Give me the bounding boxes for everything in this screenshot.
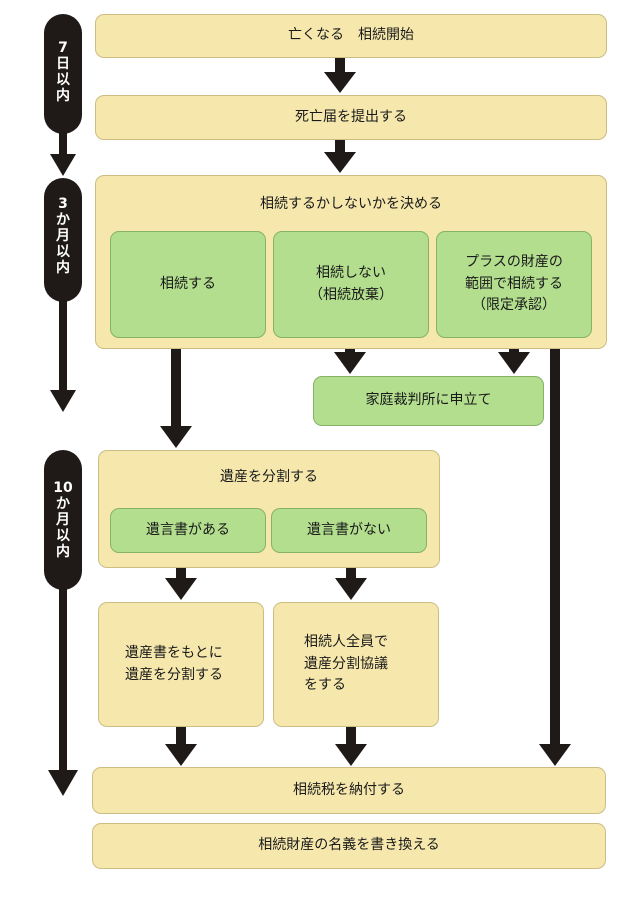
box-heirs-agreement-label: 相続人全員で 遺産分割協議 をする (304, 633, 388, 694)
box-transfer-title-label: 相続財産の名義を書き換える (258, 837, 440, 854)
box-limited-approval: プラスの財産の 範囲で相続する （限定承認） (436, 231, 592, 338)
period-3-months-label: 3 か 月 以 内 (56, 196, 70, 276)
box-divide-by-will: 遺産書をもとに 遺産を分割する (98, 602, 264, 727)
timeline-arrow-3 (48, 770, 78, 796)
timeline-line-2 (59, 300, 67, 392)
arrow-notice-to-decide-head (324, 152, 356, 173)
box-submit-death-notice: 死亡届を提出する (95, 95, 607, 140)
timeline-arrow-2 (50, 390, 76, 412)
arrow-will-to-divide-head (165, 578, 197, 600)
arrow-divide-to-tax-shaft (176, 726, 186, 746)
box-will-exists-label: 遺言書がある (146, 521, 230, 538)
box-not-inherit-label: 相続しない （相続放棄） (309, 264, 393, 303)
box-pay-tax-label: 相続税を納付する (293, 781, 405, 798)
period-7-days: 7 日 以 内 (44, 14, 82, 134)
arrow-agreement-to-tax-head (335, 744, 367, 766)
arrow-limited-to-court-head (498, 352, 530, 374)
arrow-nowill-to-agreement-head (335, 578, 367, 600)
timeline-line-1 (59, 132, 67, 156)
timeline-arrow-1 (50, 154, 76, 176)
arrow-limited-to-tax-shaft (550, 338, 560, 746)
arrow-start-to-notice-head (324, 72, 356, 93)
arrow-will-to-divide-shaft (176, 566, 186, 580)
arrow-start-to-notice-shaft (335, 58, 345, 74)
box-death-start: 亡くなる 相続開始 (95, 14, 607, 58)
arrow-agreement-to-tax-shaft (346, 726, 356, 746)
timeline-line-3 (59, 588, 67, 772)
box-not-inherit: 相続しない （相続放棄） (273, 231, 429, 338)
arrow-inherit-to-divide-head (160, 426, 192, 448)
box-limited-approval-label: プラスの財産の 範囲で相続する （限定承認） (465, 253, 563, 314)
box-inherit: 相続する (110, 231, 266, 338)
box-no-will-label: 遺言書がない (307, 521, 391, 538)
box-will-exists: 遺言書がある (110, 508, 266, 553)
period-10-months: 10 か 月 以 内 (44, 450, 82, 590)
period-7-days-label: 7 日 以 内 (56, 40, 70, 104)
box-transfer-title: 相続財産の名義を書き換える (92, 823, 606, 869)
box-death-start-label: 亡くなる 相続開始 (288, 27, 414, 44)
arrow-divide-to-tax-head (165, 744, 197, 766)
period-3-months: 3 か 月 以 内 (44, 178, 82, 302)
box-submit-death-notice-label: 死亡届を提出する (295, 108, 407, 125)
box-no-will: 遺言書がない (271, 508, 427, 553)
arrow-limited-to-tax-head (539, 744, 571, 766)
box-inherit-label: 相続する (160, 275, 216, 292)
box-family-court-label: 家庭裁判所に申立て (365, 392, 492, 409)
period-10-months-label: 10 か 月 以 内 (53, 480, 73, 560)
box-heirs-agreement: 相続人全員で 遺産分割協議 をする (273, 602, 439, 727)
arrow-notice-to-decide-shaft (335, 140, 345, 154)
box-divide-estate-label: 遺産を分割する (220, 469, 318, 485)
arrow-nowill-to-agreement-shaft (346, 566, 356, 580)
arrow-inherit-to-divide-shaft (171, 338, 181, 428)
box-divide-by-will-label: 遺産書をもとに 遺産を分割する (125, 644, 223, 683)
box-pay-tax: 相続税を納付する (92, 767, 606, 814)
box-decide-inheritance-label: 相続するかしないかを決める (260, 196, 442, 212)
box-family-court: 家庭裁判所に申立て (313, 376, 544, 426)
arrow-renounce-to-court-head (334, 352, 366, 374)
